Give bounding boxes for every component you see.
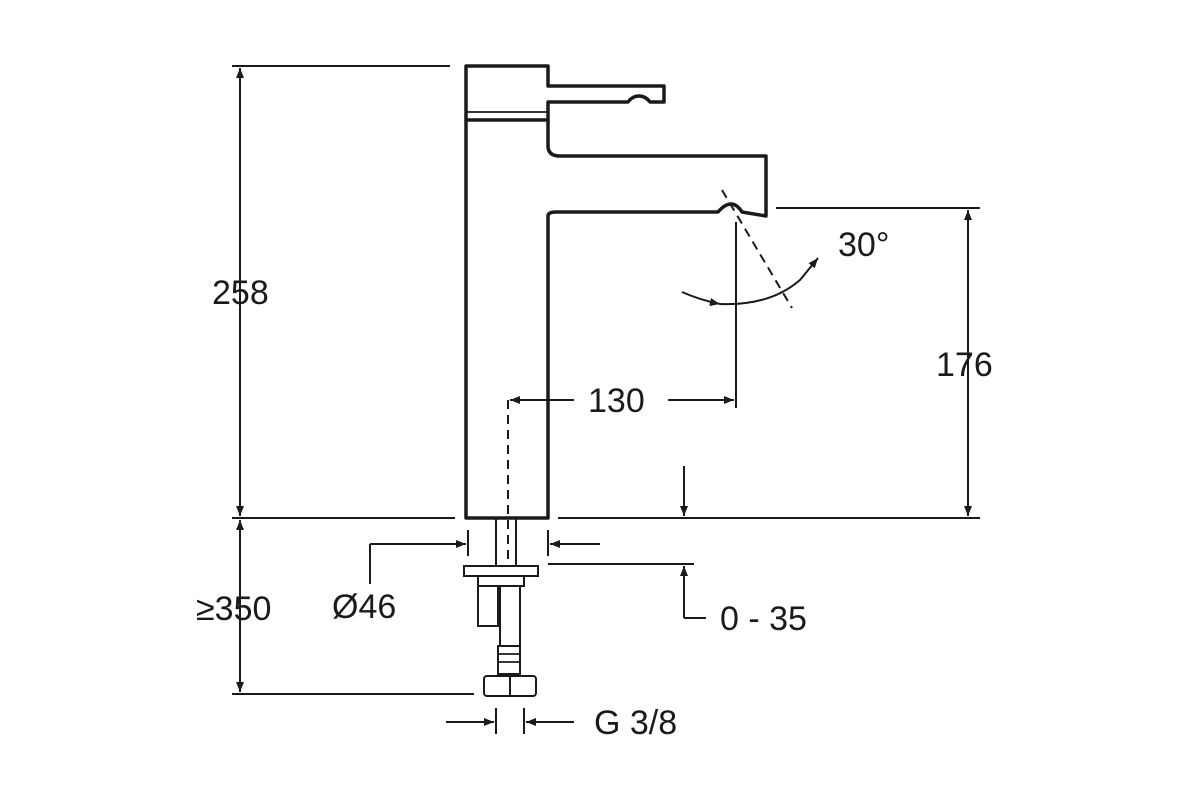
spout-angle-line bbox=[721, 189, 793, 309]
lever-handle bbox=[464, 64, 666, 122]
dimension-spout-reach: 130 bbox=[510, 222, 737, 420]
label-176: 176 bbox=[936, 346, 993, 384]
dimension-height-total: 258 bbox=[212, 65, 450, 516]
threaded-rod bbox=[477, 585, 499, 627]
dimension-connection: G 3/8 bbox=[446, 704, 677, 742]
column-and-spout bbox=[464, 120, 768, 520]
label-0-35: 0 - 35 bbox=[720, 600, 807, 638]
dimension-deck-thickness: 0 - 35 bbox=[548, 466, 807, 638]
label-d46: Ø46 bbox=[332, 588, 396, 626]
faucet-body bbox=[464, 64, 768, 520]
dimension-spout-height: 176 bbox=[776, 207, 993, 516]
dimension-spout-angle: 30° bbox=[681, 226, 889, 306]
dimension-diameter: Ø46 bbox=[332, 530, 600, 626]
mounting-nut bbox=[477, 575, 525, 587]
label-350: ≥350 bbox=[196, 590, 271, 628]
mounting-washer bbox=[463, 565, 539, 577]
connection-assembly bbox=[463, 518, 539, 697]
label-258: 258 bbox=[212, 274, 269, 312]
label-30deg: 30° bbox=[838, 226, 889, 264]
supply-hose bbox=[499, 585, 521, 647]
dimension-below-deck: ≥350 bbox=[196, 520, 474, 695]
label-130: 130 bbox=[588, 382, 645, 420]
hose-crimp bbox=[497, 645, 521, 675]
label-g38: G 3/8 bbox=[594, 704, 677, 742]
